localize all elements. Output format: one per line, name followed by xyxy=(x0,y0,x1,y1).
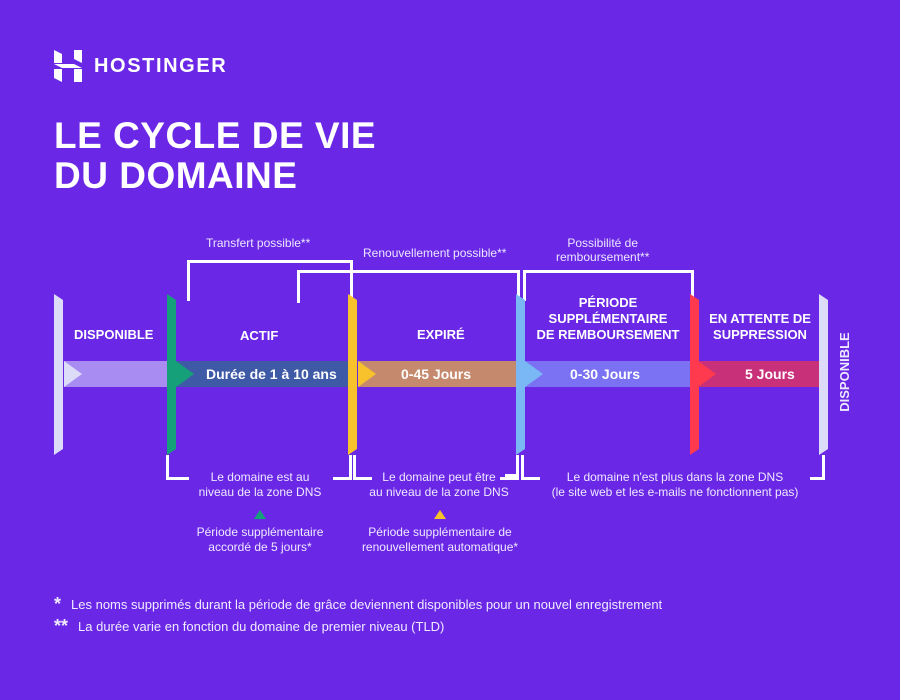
renouvellement-bracket xyxy=(297,270,520,303)
stage-suppression-line-1: EN ATTENTE DE xyxy=(709,311,811,326)
brand-name: HOSTINGER xyxy=(94,54,228,77)
dns-bracket-tick xyxy=(505,474,517,477)
actif-marker-icon xyxy=(254,510,266,519)
title-line-2: DU DOMAINE xyxy=(54,155,298,196)
duration-actif: Durée de 1 à 10 ans xyxy=(206,366,337,382)
footnote-2-mark: ** xyxy=(54,616,69,636)
stage-actif: ACTIF xyxy=(240,328,279,343)
post-disponible xyxy=(54,294,63,455)
title-line-1: LE CYCLE DE VIE xyxy=(54,115,377,156)
footnote-1: * Les noms supprimés durant la période d… xyxy=(54,594,663,614)
note-expire-line-1: Le domaine peut être xyxy=(382,470,496,484)
note-dns-line-1: Le domaine n'est plus dans la zone DNS xyxy=(566,470,784,484)
page-title: LE CYCLE DE VIE DU DOMAINE xyxy=(54,116,376,196)
arrow-remboursement-icon xyxy=(525,361,543,387)
note-dns: Le domaine n'est plus dans la zone DNS (… xyxy=(540,470,810,500)
note-expire: Le domaine peut être au niveau de la zon… xyxy=(364,470,514,500)
stage-remboursement: PÉRIODE SUPPLÉMENTAIRE DE REMBOURSEMENT xyxy=(533,295,683,343)
expire-bracket-right xyxy=(500,455,519,480)
duration-expire: 0-45 Jours xyxy=(401,366,472,382)
expire-bracket-left xyxy=(353,455,372,480)
post-suppression xyxy=(690,294,699,455)
arrow-actif-icon xyxy=(176,361,194,387)
stage-remboursement-line-2: SUPPLÉMENTAIRE xyxy=(548,311,668,326)
remboursement-label: Possibilité de remboursement** xyxy=(556,236,649,264)
note-dns-line-2: (le site web et les e-mails ne fonctionn… xyxy=(551,485,799,499)
stage-suppression-line-2: SUPPRESSION xyxy=(713,327,807,342)
transfert-label: Transfert possible** xyxy=(206,236,311,250)
actif-bracket-right xyxy=(333,455,352,480)
note-actif-line-1: Le domaine est au xyxy=(210,470,310,484)
note-expire-line-2: au niveau de la zone DNS xyxy=(369,485,509,499)
transfert-bracket xyxy=(187,260,353,301)
post-disponible-end xyxy=(819,294,828,455)
stage-remboursement-line-1: PÉRIODE xyxy=(578,295,638,310)
stage-expire: EXPIRÉ xyxy=(417,327,465,342)
arrow-suppression-icon xyxy=(698,361,716,387)
band-remboursement xyxy=(525,361,691,387)
note-expire-grace-line-1: Période supplémentaire de xyxy=(368,525,512,539)
remboursement-bracket xyxy=(523,270,694,301)
remboursement-label-line-2: remboursement** xyxy=(556,250,650,264)
footnote-1-text: Les noms supprimés durant la période de … xyxy=(71,597,663,612)
post-expire xyxy=(348,294,357,455)
note-actif-line-2: niveau de la zone DNS xyxy=(198,485,322,499)
note-actif-grace-line-2: accordé de 5 jours* xyxy=(208,540,312,554)
actif-bracket-left xyxy=(166,455,189,480)
duration-suppression: 5 Jours xyxy=(745,366,795,382)
arrow-expire-icon xyxy=(358,361,376,387)
dns-bracket-right xyxy=(810,455,825,480)
post-remboursement xyxy=(516,294,525,455)
stage-remboursement-line-3: DE REMBOURSEMENT xyxy=(536,327,680,342)
expire-marker-icon xyxy=(434,510,446,519)
band-actif xyxy=(176,361,351,387)
brand-logo: HOSTINGER xyxy=(54,50,227,82)
note-expire-grace: Période supplémentaire de renouvellement… xyxy=(355,525,525,555)
band-expire xyxy=(358,361,520,387)
duration-remboursement: 0-30 Jours xyxy=(570,366,641,382)
footnote-2: ** La durée varie en fonction du domaine… xyxy=(54,616,445,636)
stage-disponible: DISPONIBLE xyxy=(74,327,154,342)
stage-disponible-end: DISPONIBLE xyxy=(837,332,852,412)
arrow-disponible-icon xyxy=(64,361,82,387)
post-actif xyxy=(167,294,176,455)
note-expire-grace-line-2: renouvellement automatique* xyxy=(361,540,519,554)
band-suppression xyxy=(698,361,820,387)
dns-bracket-left xyxy=(521,455,540,480)
renouvellement-label: Renouvellement possible** xyxy=(363,246,507,260)
stage-suppression: EN ATTENTE DE SUPPRESSION xyxy=(702,311,818,343)
hostinger-logo-icon xyxy=(54,50,82,82)
note-actif-grace: Période supplémentaire accordé de 5 jour… xyxy=(180,525,340,555)
remboursement-label-line-1: Possibilité de xyxy=(567,236,639,250)
footnote-1-mark: * xyxy=(54,594,62,614)
note-actif: Le domaine est au niveau de la zone DNS xyxy=(190,470,330,500)
footnote-2-text: La durée varie en fonction du domaine de… xyxy=(78,619,445,634)
note-actif-grace-line-1: Période supplémentaire xyxy=(196,525,324,539)
